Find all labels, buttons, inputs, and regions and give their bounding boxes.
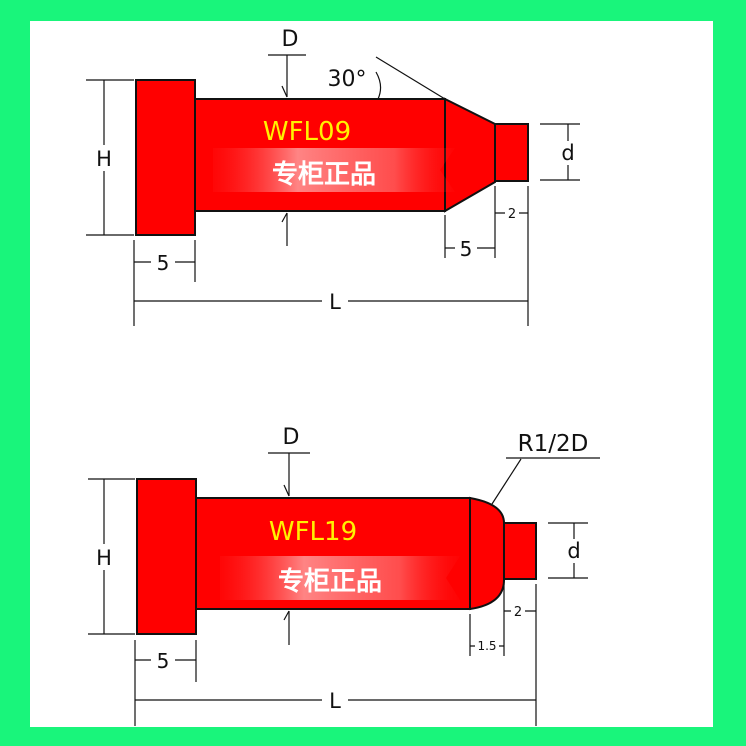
bottom-l-label: L: [329, 689, 341, 713]
technical-drawing: WFL09 专柜正品 D 30° H d 5: [86, 27, 600, 726]
top-l-label: L: [329, 290, 341, 314]
bottom-rounded-shoulder: [469, 496, 505, 611]
bottom-shoulder-dim-gap: [475, 637, 499, 653]
top-d-tick-upper: [281, 85, 288, 98]
bottom-shoulder-len-label: 1.5: [477, 639, 496, 653]
top-angle-arc: [375, 71, 382, 100]
bottom-l-gap: [322, 688, 348, 714]
top-h-gap: [92, 145, 116, 171]
top-taper: [444, 97, 496, 213]
bottom-dd-gap: [561, 539, 587, 563]
bottom-part: WFL19 专柜正品 D R1/2D H d 5: [88, 425, 600, 726]
bottom-tip: [503, 522, 537, 580]
bottom-head-len-label: 5: [157, 649, 170, 673]
bottom-h-label: H: [96, 546, 112, 570]
top-dd-gap: [555, 141, 581, 165]
top-head-dim-gap: [151, 251, 175, 275]
bottom-radius-leader: [491, 458, 522, 505]
top-taper-len-label: 5: [460, 237, 473, 261]
bottom-d-tick-upper: [283, 484, 290, 497]
bottom-model-label: WFL19: [269, 517, 357, 547]
top-part: WFL09 专柜正品 D 30° H d 5: [86, 27, 581, 326]
top-d-label: D: [282, 27, 299, 52]
bottom-tip-len-label: 2: [514, 605, 522, 620]
bottom-banner: [220, 556, 460, 600]
top-banner: [213, 148, 455, 192]
top-dd-label: d: [561, 141, 574, 165]
bottom-dd-label: d: [567, 539, 580, 563]
bottom-head-dim-gap: [151, 649, 175, 673]
top-tip-len-label: 2: [508, 207, 516, 222]
bottom-head: [136, 478, 197, 635]
top-h-label: H: [96, 147, 112, 171]
bottom-d-label: D: [283, 425, 300, 450]
top-head: [135, 79, 196, 236]
top-d-tick-lower: [281, 212, 288, 223]
bottom-h-gap: [92, 544, 116, 570]
top-taper-dim-gap: [455, 237, 477, 261]
bottom-radius-label: R1/2D: [518, 431, 589, 457]
top-banner-text: 专柜正品: [272, 160, 376, 190]
top-head-len-label: 5: [157, 251, 170, 275]
bottom-d-tick-lower: [283, 610, 290, 621]
drawing-panel: WFL09 专柜正品 D 30° H d 5: [30, 21, 713, 727]
bottom-tip-dim-gap: [511, 602, 525, 620]
top-tip-dim-gap: [505, 204, 519, 222]
top-model-label: WFL09: [263, 117, 351, 147]
top-l-gap: [322, 289, 348, 315]
bottom-banner-text: 专柜正品: [278, 567, 382, 597]
top-tip: [494, 123, 529, 182]
top-angle-label: 30°: [328, 67, 367, 92]
top-angle-leader: [375, 56, 446, 100]
